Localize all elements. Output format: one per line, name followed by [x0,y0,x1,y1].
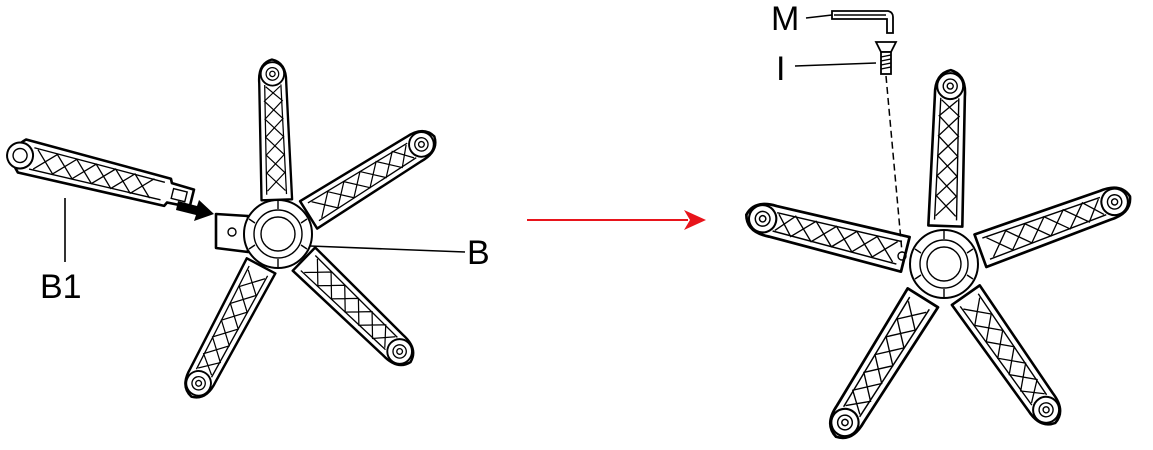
leader-line-m [805,14,833,19]
insert-arrow-icon [176,200,214,221]
label-m: M [771,0,799,38]
star-base-icon [175,57,445,406]
label-b: B [467,234,490,272]
leader-line-i [794,62,877,67]
step-1-base-diagram: B1 B [6,57,490,406]
label-i: I [776,50,785,88]
star-base-assembled-icon [740,68,1138,448]
screw-guide-line [885,75,903,253]
leader-line-b [309,245,466,253]
screw-icon [874,41,898,75]
base-arm-icon [6,138,196,209]
label-b1: B1 [40,268,82,306]
allen-key-icon [831,10,894,34]
step-2-base-diagram: M I [740,0,1138,448]
transition-arrow-icon [527,210,706,230]
